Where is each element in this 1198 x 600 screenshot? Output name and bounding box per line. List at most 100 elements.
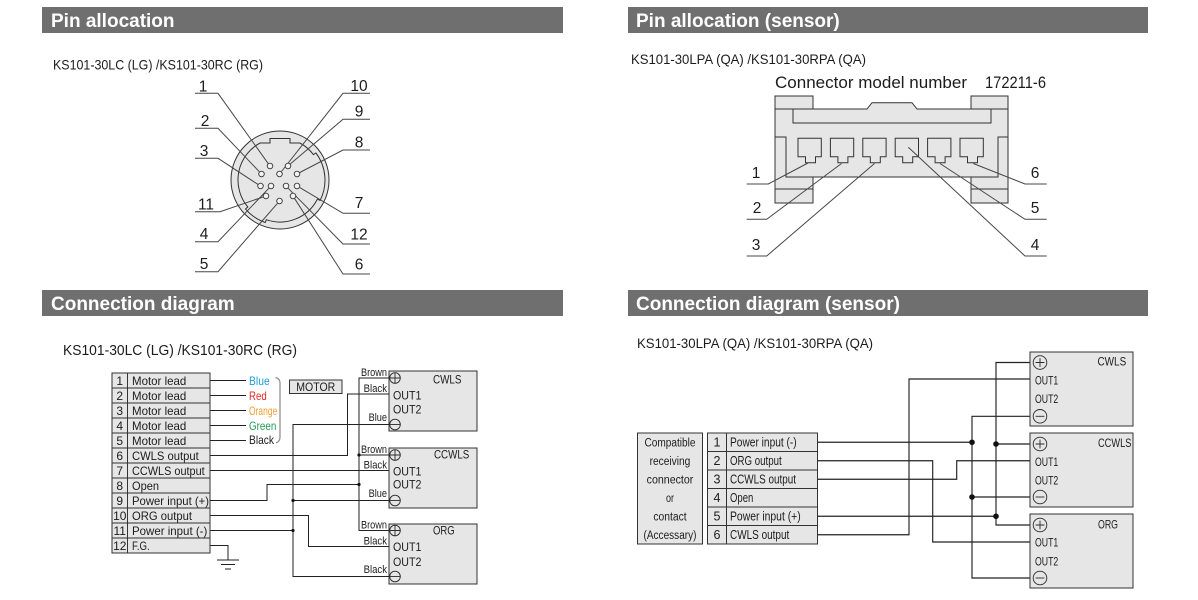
motor-label-box: MOTOR [289, 379, 343, 394]
terminal-out2-label: OUT2 [393, 402, 422, 416]
wire-org-output [817, 460, 1030, 543]
pin-number-labels: 1 2 3 11 4 5 10 9 8 7 12 6 [198, 78, 368, 274]
wire-color-label-green: Green [249, 419, 276, 433]
terminal-out1-label: OUT1 [1035, 536, 1059, 550]
pin-table-grid [707, 433, 818, 544]
sensor-box [1029, 432, 1134, 508]
sensor-name: CCWLS [1098, 436, 1131, 450]
pin-row: 2 Motor lead [116, 389, 186, 403]
pin-signal: ORG output [132, 509, 193, 523]
pin-signal: Power input (-) [132, 524, 207, 538]
wire-org-output [210, 515, 389, 547]
pin-signal: Motor lead [132, 404, 186, 418]
pin-number: 7 [116, 464, 123, 478]
note-line: (Accessary) [644, 530, 697, 542]
sensor-ccwls: CCWLS OUT1 OUT2 [1029, 432, 1134, 508]
pin-number-label: 2 [201, 113, 210, 130]
socket-4 [894, 137, 919, 164]
sensor-box [388, 447, 478, 509]
pin-number: 1 [714, 436, 721, 450]
terminal-out2-label: OUT2 [393, 478, 422, 492]
connector-model-label: Connector model number [775, 74, 968, 92]
leader-line-pin-11 [195, 196, 264, 213]
wire-color-plus: Brown [361, 444, 387, 456]
pin-row: 3 Motor lead [116, 404, 186, 418]
junction-dot [993, 441, 999, 447]
contact-sockets [797, 137, 984, 164]
pin-signal: CCWLS output [132, 464, 205, 478]
pin-signal: Power input (+) [132, 494, 209, 508]
pin-hole-10 [276, 170, 283, 178]
pin-allocation-section: Pin allocation KS101-30LC (LG) /KS101-30… [42, 7, 563, 275]
sensor-org: ORG OUT1 OUT2 [1029, 513, 1134, 589]
pin-signal: Power input (+) [730, 510, 801, 524]
pin-number: 11 [114, 524, 127, 538]
section-header-bar [42, 290, 563, 316]
terminal-out1-label: OUT1 [1035, 455, 1059, 469]
pin-number: 5 [714, 510, 721, 524]
leader-line-socket-3 [746, 163, 875, 257]
circular-connector-drawing: 1 2 3 11 4 5 10 9 8 7 12 6 [195, 78, 370, 275]
terminal-out1-label: OUT1 [393, 540, 422, 554]
housing-detail-lines [775, 108, 1008, 190]
pin-signal: CWLS output [132, 449, 199, 463]
sensor-name: ORG [1098, 517, 1118, 531]
pin-number-label: 5 [200, 256, 209, 273]
icon-circle [1032, 409, 1048, 424]
section-title: Connection diagram [51, 294, 235, 315]
minus-terminal-icon [1032, 570, 1048, 586]
leader-line-pin-5 [195, 203, 278, 273]
motor-lead-wires [210, 380, 246, 441]
icon-circle [1032, 489, 1048, 505]
pin-number-label: 11 [198, 196, 214, 213]
pin-signal: Motor lead [132, 374, 186, 388]
socket-5 [927, 137, 952, 164]
ground-icon [217, 559, 239, 570]
pin-number: 1 [116, 374, 123, 388]
pin-row: 5 Power input (+) [714, 510, 801, 524]
pin-holes [257, 162, 301, 205]
plus-terminal-icon [389, 449, 401, 461]
socket-1 [797, 137, 822, 164]
sensor-name: CWLS [433, 372, 462, 386]
plus-terminal-icon [1032, 436, 1048, 452]
note-line: or [666, 493, 674, 505]
socket-number-label: 4 [1031, 237, 1040, 254]
pin-hole-2 [258, 170, 265, 178]
pin-signal: ORG output [730, 454, 782, 468]
wiring [210, 377, 389, 577]
leader-line-socket-5 [939, 163, 1047, 220]
pin-signal: Power input (-) [730, 436, 797, 450]
note-line: contact [653, 511, 687, 523]
icon-cross [1035, 358, 1045, 367]
pin-row: 8 Open [116, 479, 159, 493]
pin-number: 9 [116, 494, 123, 508]
pin-hole-9 [284, 162, 292, 170]
note-line: connector [647, 474, 694, 486]
connection-diagram-sensor-section: Connection diagram (sensor) KS101-30LPA … [628, 290, 1148, 589]
socket-number-label: 2 [753, 200, 762, 217]
icon-cross [389, 525, 401, 536]
sensor-box [388, 370, 478, 432]
sensor-pin-table: 1 Power input (-) 2 ORG output 3 CCWLS o… [707, 432, 818, 545]
wire-color-minus: Blue [369, 412, 387, 424]
terminal-out2-label: OUT2 [1035, 473, 1059, 487]
sensor-box [1029, 351, 1134, 427]
pin-number-label: 3 [200, 143, 209, 160]
leader-line-pin-1 [195, 92, 269, 164]
socket-6 [959, 137, 984, 164]
motor-label-frame [289, 379, 343, 394]
pin-number: 10 [113, 509, 127, 523]
terminal-out1-label: OUT1 [1035, 373, 1059, 387]
wire-color-plus: Brown [361, 520, 387, 532]
leader-line-pin-3 [195, 157, 259, 185]
wire-color-out1: Black [364, 536, 388, 548]
connector-model-number: 172211-6 [985, 74, 1046, 92]
leader-line-pin-10 [281, 92, 370, 172]
junction-dot [291, 498, 295, 503]
pin-row: 6 CWLS output [714, 528, 790, 542]
leader-line-pin-7 [299, 187, 370, 214]
wire-color-out1: Black [364, 460, 388, 472]
pin-hole-7 [293, 182, 301, 190]
minus-terminal-icon [389, 494, 401, 507]
